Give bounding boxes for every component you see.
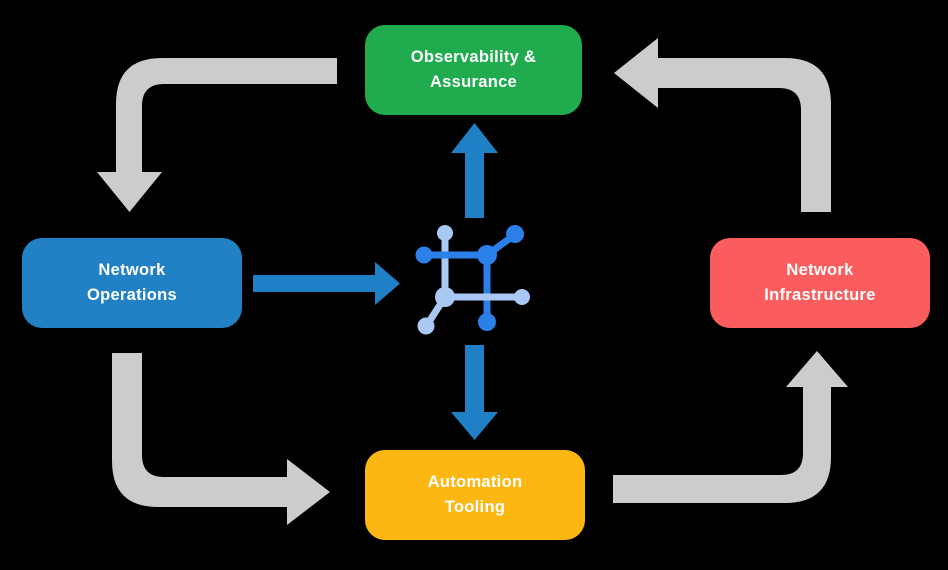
flow-arrow-center-to-automation [451, 345, 498, 440]
node-label-line: Network [98, 261, 166, 280]
node-network-operations: Network Operations [22, 238, 242, 328]
node-network-infrastructure: Network Infrastructure [710, 238, 930, 328]
node-label-line: Infrastructure [764, 286, 876, 304]
cycle-arrow-operations-to-automation [112, 353, 330, 525]
node-label-line: Automation [427, 473, 523, 492]
node-label-line: Network [786, 261, 854, 280]
mesh-dark-nodes [415, 225, 524, 331]
node-automation-tooling: Automation Tooling [365, 450, 585, 540]
node-label-line: Observability & [410, 48, 537, 67]
network-mesh-icon [415, 225, 530, 335]
cycle-arrow-automation-to-infrastructure [613, 351, 848, 503]
node-label-line: Assurance [429, 73, 518, 91]
node-observability-assurance: Observability & Assurance [365, 25, 582, 115]
mesh-light-nodes [417, 225, 530, 335]
flow-arrow-operations-to-center [253, 262, 400, 305]
node-label-line: Operations [86, 286, 178, 304]
flow-arrow-center-to-observability [451, 123, 498, 218]
node-label-line: Tooling [444, 498, 506, 516]
cycle-arrow-infrastructure-to-observability [614, 38, 831, 212]
cycle-arrow-observability-to-operations [97, 58, 337, 212]
